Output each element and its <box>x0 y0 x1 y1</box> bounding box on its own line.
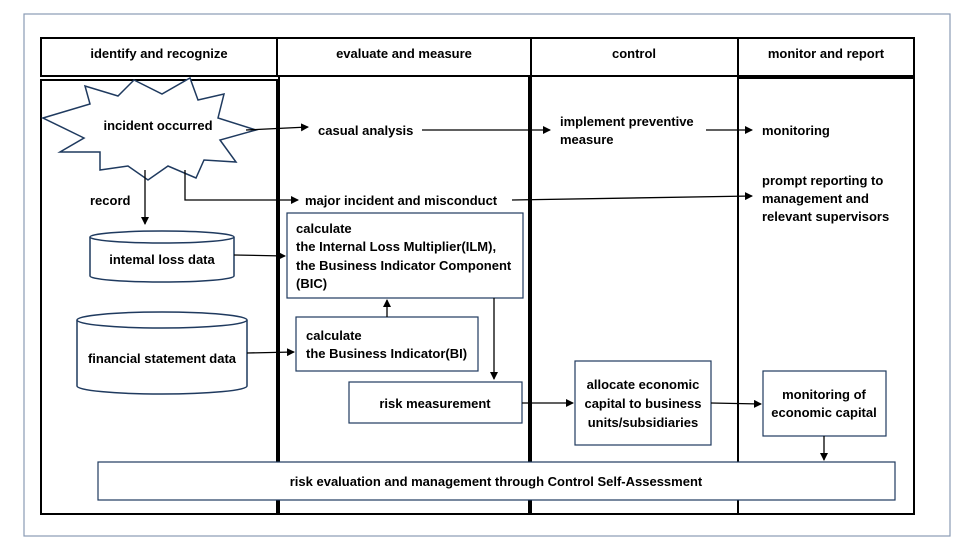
implement-preventive-line2: measure <box>560 132 613 147</box>
header-identify-cell <box>40 37 278 77</box>
casual-analysis-label: casual analysis <box>318 123 413 138</box>
arrow-allocate-to-monitoring <box>710 399 762 408</box>
header-monitor-cell <box>737 37 915 77</box>
calc-ilm-line2: the Internal Loss Multiplier(ILM), <box>296 239 496 254</box>
financial-statement-data-label: financial statement data <box>88 351 237 366</box>
internal-loss-data-label: intemal loss data <box>109 252 215 267</box>
column-header-monitor: monitor and report <box>768 46 885 61</box>
arrow-incident-to-casual <box>245 123 309 132</box>
calc-ilm-line3: the Business Indicator Component <box>296 258 512 273</box>
monitoring-capital-line2: economic capital <box>771 405 876 420</box>
incident-burst-shape <box>40 76 259 181</box>
incident-occurred-label: incident occurred <box>103 118 212 133</box>
monitoring-label: monitoring <box>762 123 830 138</box>
arrow-major-to-reporting <box>511 192 753 201</box>
calc-ilm-line4: (BIC) <box>296 276 327 291</box>
lane-evaluate <box>278 75 530 515</box>
major-incident-label: major incident and misconduct <box>305 193 498 208</box>
calc-bi-box <box>295 316 479 372</box>
calc-bi-line2: the Business Indicator(BI) <box>306 346 467 361</box>
calc-ilm-line1: calculate <box>296 221 352 236</box>
arrow-incident-to-major <box>184 170 299 204</box>
prompt-reporting-line3: relevant supervisors <box>762 209 889 224</box>
allocate-capital-line2: capital to business <box>584 396 701 411</box>
csa-bar <box>97 461 896 501</box>
financial-cylinder-body <box>76 320 248 395</box>
internal-loss-cylinder-body <box>89 237 235 283</box>
allocate-capital-line1: allocate economic <box>587 377 700 392</box>
financial-cylinder-top <box>76 311 248 329</box>
lane-monitor <box>737 77 915 515</box>
prompt-reporting-line1: prompt reporting to <box>762 173 883 188</box>
monitoring-capital-line1: monitoring of <box>782 387 866 402</box>
risk-measurement-label: risk measurement <box>379 396 491 411</box>
column-header-identify: identify and recognize <box>90 46 227 61</box>
record-label: record <box>90 193 131 208</box>
internal-loss-cylinder-top <box>89 230 235 244</box>
column-header-evaluate: evaluate and measure <box>336 46 472 61</box>
monitoring-capital-box <box>762 370 887 437</box>
calc-bi-line1: calculate <box>306 328 362 343</box>
prompt-reporting-line2: management and <box>762 191 869 206</box>
arrow-financial-to-bi <box>246 348 295 357</box>
csa-label: risk evaluation and management through C… <box>290 474 703 489</box>
calc-ilm-box <box>286 212 524 299</box>
column-header-control: control <box>612 46 656 61</box>
allocate-capital-line3: units/subsidiaries <box>588 415 699 430</box>
arrow-loss-to-ilm <box>233 251 286 260</box>
implement-preventive-line1: implement preventive <box>560 114 694 129</box>
risk-measurement-box <box>348 381 523 424</box>
lane-identify <box>40 79 278 515</box>
